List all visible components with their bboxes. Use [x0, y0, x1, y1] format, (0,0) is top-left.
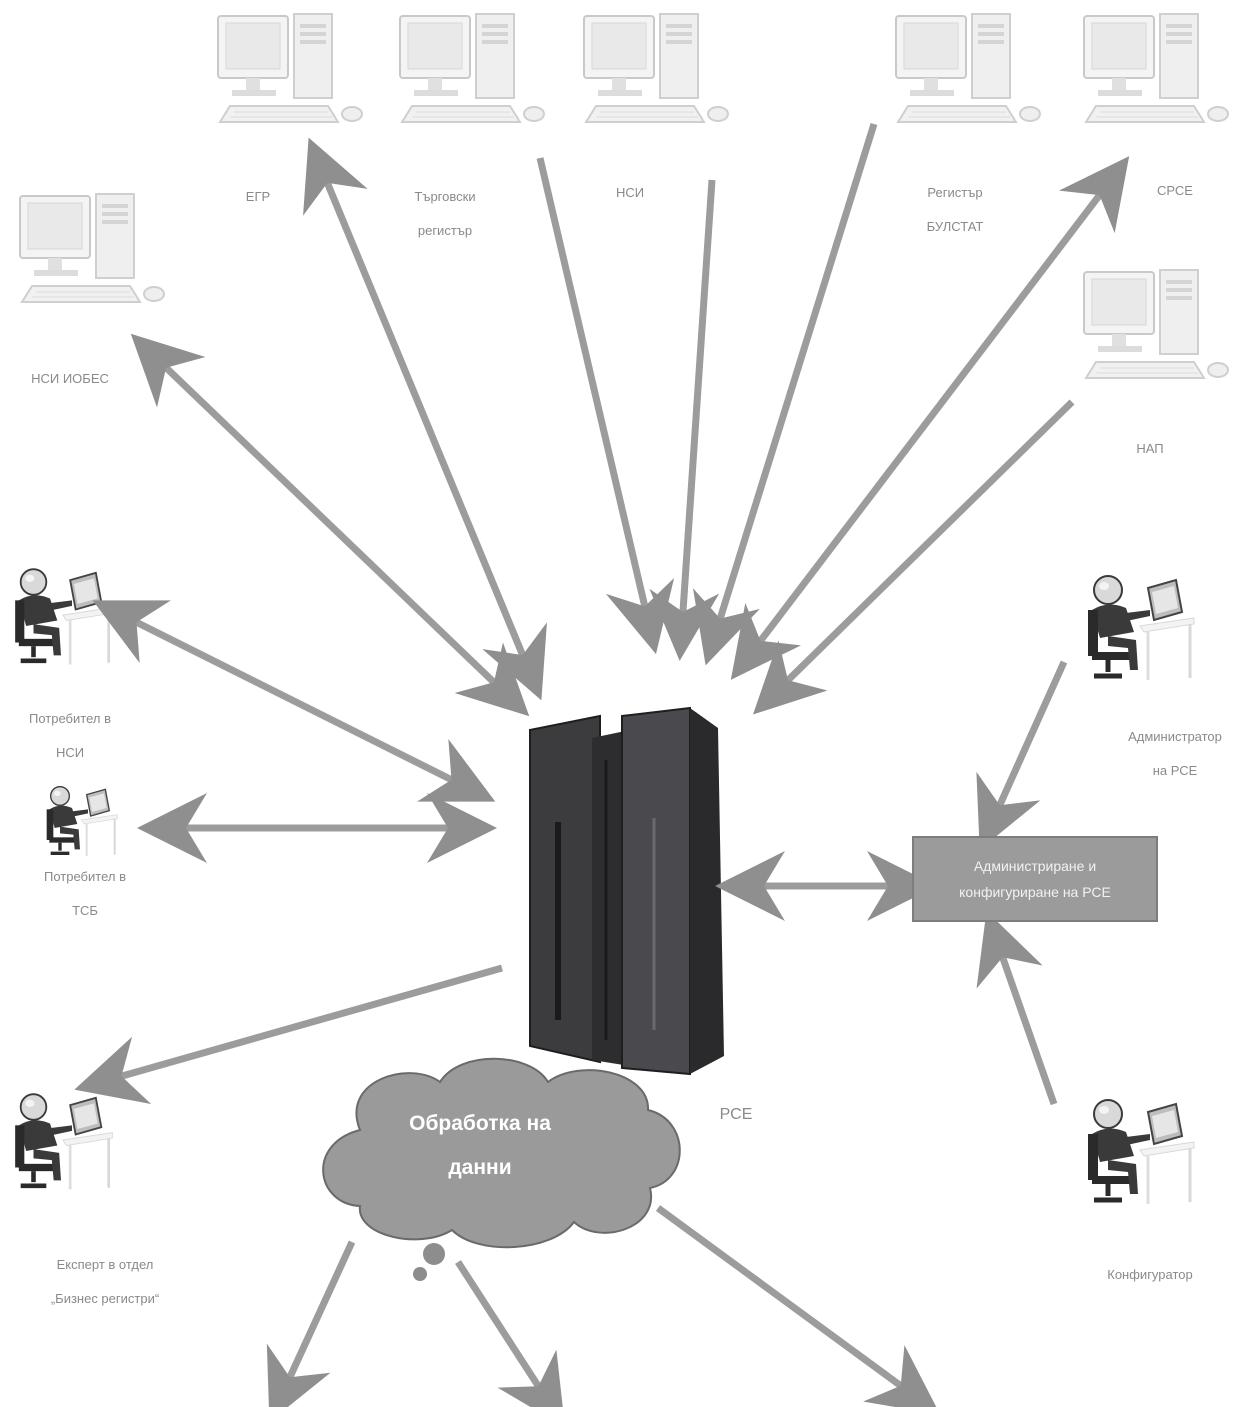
trade-register-computer-icon	[399, 13, 545, 123]
arrow-expert	[74, 964, 503, 1105]
nap-computer-icon	[1083, 269, 1229, 379]
arrow-configurator	[976, 910, 1058, 1106]
egr-computer-icon	[217, 13, 363, 123]
srse-label: СРСЕ	[1157, 183, 1193, 198]
configurator-label: Конфигуратор	[1107, 1267, 1193, 1282]
arrow-cloud-out-3	[655, 1205, 941, 1407]
arrow-nap	[752, 399, 1075, 715]
arrow-admin-user	[976, 660, 1068, 850]
nsi-computer-icon	[583, 13, 729, 123]
arrow-cloud-out-2	[455, 1260, 566, 1407]
arrow-nsi	[649, 179, 720, 661]
nsi-label: НСИ	[615, 185, 645, 200]
srse-computer-icon	[1083, 13, 1229, 123]
arrow-bulstat	[692, 122, 878, 666]
expert-user-icon	[15, 1094, 112, 1189]
nsi-iobes-label: НСИ ИОБЕС	[31, 371, 109, 386]
expert-label: Експерт в отдел„Бизнес регистри“	[50, 1257, 160, 1306]
nap-label: НАП	[1136, 441, 1164, 456]
arrow-trade-register	[536, 157, 675, 655]
nsi-user-icon	[15, 569, 112, 664]
egr-label: ЕГР	[245, 189, 271, 204]
admin-config-box: Администриране и конфигуриране на РСЕ	[912, 836, 1158, 922]
server-label: РСЕ	[719, 1106, 753, 1123]
admin-box-line1: Администриране и	[973, 858, 1097, 874]
server-icon	[529, 706, 724, 1076]
arrow-cloud-out-1	[266, 1240, 356, 1407]
configurator-user-icon	[1088, 1100, 1194, 1204]
arrow-nsi-user	[92, 600, 496, 802]
nsi-iobes-computer-icon	[19, 193, 165, 303]
admin-user-icon	[1088, 576, 1194, 680]
tsb-user-icon	[47, 787, 118, 856]
processing-cloud	[322, 1057, 681, 1281]
admin-box-line2: конфигуриране на РСЕ	[959, 884, 1111, 900]
arrow-srse	[730, 156, 1130, 680]
arrow-nsi-iobes	[130, 333, 530, 717]
bulstat-computer-icon	[895, 13, 1041, 123]
